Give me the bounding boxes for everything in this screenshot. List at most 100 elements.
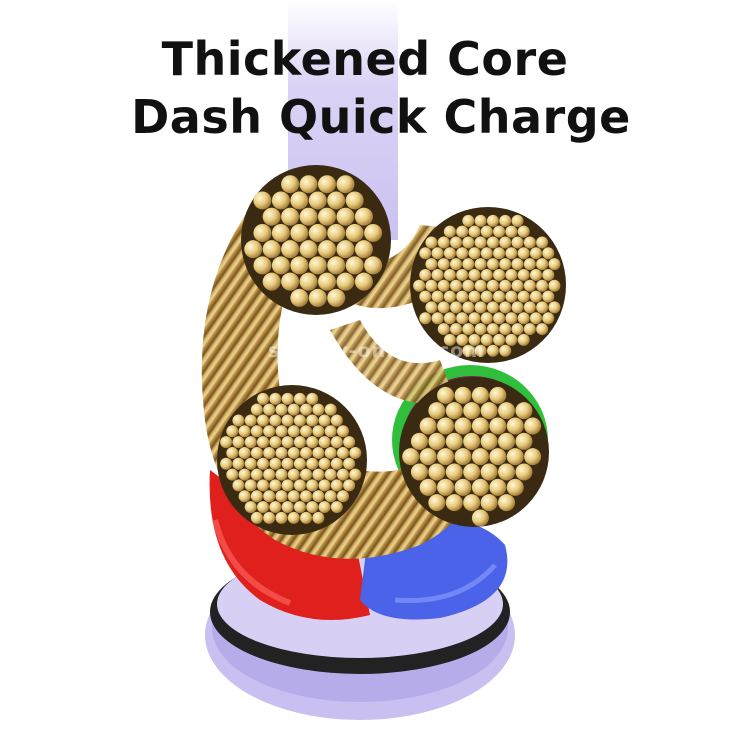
copper-strand [327, 191, 346, 210]
copper-strand [515, 402, 533, 420]
copper-strand [443, 225, 456, 238]
copper-strand [463, 402, 481, 420]
copper-strand [238, 468, 251, 481]
headline-line-1: Thickened Core [161, 32, 569, 86]
copper-strand [450, 301, 463, 314]
copper-strand [364, 256, 383, 275]
copper-strand [499, 323, 512, 336]
copper-strand [275, 425, 288, 438]
copper-strand [536, 279, 549, 292]
copper-strand [428, 402, 446, 420]
copper-strand [336, 240, 355, 259]
copper-strand [269, 392, 282, 405]
copper-strand [220, 436, 233, 449]
copper-strand [480, 268, 493, 281]
copper-strand [263, 403, 276, 416]
headline: Thickened Core Dash Quick Charge [0, 30, 750, 146]
copper-strand [450, 323, 463, 336]
copper-strand [548, 279, 561, 292]
copper-strand [324, 490, 337, 503]
copper-strand [437, 258, 450, 271]
copper-strand [468, 225, 481, 238]
copper-strand [511, 323, 524, 336]
copper-strand [306, 392, 319, 405]
copper-strand [287, 446, 300, 459]
copper-strand [443, 290, 456, 303]
copper-strand [263, 425, 276, 438]
copper-strand [324, 468, 337, 481]
copper-strand [542, 290, 555, 303]
copper-strand [498, 432, 516, 450]
copper-strand [253, 223, 272, 242]
copper-strand [271, 223, 290, 242]
copper-strand [345, 191, 364, 210]
copper-strand [306, 501, 319, 514]
copper-strand [257, 392, 270, 405]
copper-strand [220, 457, 233, 470]
copper-strand [226, 446, 239, 459]
copper-strand [419, 247, 432, 260]
copper-strand [293, 479, 306, 492]
copper-strand [318, 240, 337, 259]
copper-strand [480, 432, 498, 450]
copper-strand [287, 425, 300, 438]
copper-strand [471, 478, 489, 496]
copper-strand [486, 279, 499, 292]
copper-strand [517, 225, 530, 238]
copper-strand [253, 191, 272, 210]
copper-strand [437, 386, 455, 404]
copper-strand [505, 268, 518, 281]
strand-bundle-bottom-left [217, 385, 367, 535]
copper-strand [250, 403, 263, 416]
copper-strand [530, 247, 542, 260]
copper-strand [244, 457, 257, 470]
copper-strand [281, 272, 300, 291]
copper-strand [505, 312, 518, 325]
copper-strand [486, 258, 499, 271]
copper-strand [456, 333, 469, 346]
copper-strand [238, 490, 251, 503]
copper-strand [425, 279, 438, 292]
copper-strand [263, 468, 276, 481]
copper-strand [306, 457, 319, 470]
copper-strand [431, 290, 444, 303]
copper-strand [431, 312, 444, 325]
copper-strand [238, 425, 251, 438]
copper-strand [281, 207, 300, 226]
copper-strand [293, 457, 306, 470]
copper-strand [312, 446, 325, 459]
copper-strand [250, 446, 263, 459]
copper-strand [425, 301, 438, 314]
copper-strand [287, 468, 300, 481]
copper-strand [281, 414, 294, 427]
copper-strand [281, 392, 294, 405]
copper-strand [445, 463, 463, 481]
copper-strand [250, 468, 263, 481]
copper-strand [306, 414, 319, 427]
copper-strand [293, 392, 306, 405]
copper-strand [300, 468, 313, 481]
copper-strand [480, 312, 493, 325]
copper-strand [269, 414, 282, 427]
copper-strand [474, 323, 487, 336]
copper-strand [462, 344, 475, 357]
copper-strand [306, 436, 319, 449]
copper-strand [517, 247, 530, 260]
copper-strand [349, 468, 362, 481]
copper-strand [349, 446, 362, 459]
copper-strand [489, 448, 507, 466]
copper-strand [471, 448, 489, 466]
copper-strand [354, 240, 373, 259]
copper-strand [530, 268, 542, 281]
copper-strand [493, 312, 506, 325]
copper-strand [462, 301, 475, 314]
copper-strand [226, 425, 239, 438]
copper-strand [262, 207, 281, 226]
copper-strand [498, 402, 516, 420]
copper-strand [290, 256, 309, 275]
copper-strand [336, 175, 355, 194]
copper-strand [474, 236, 487, 249]
copper-strand [275, 446, 288, 459]
copper-strand [306, 479, 319, 492]
copper-strand [324, 403, 337, 416]
